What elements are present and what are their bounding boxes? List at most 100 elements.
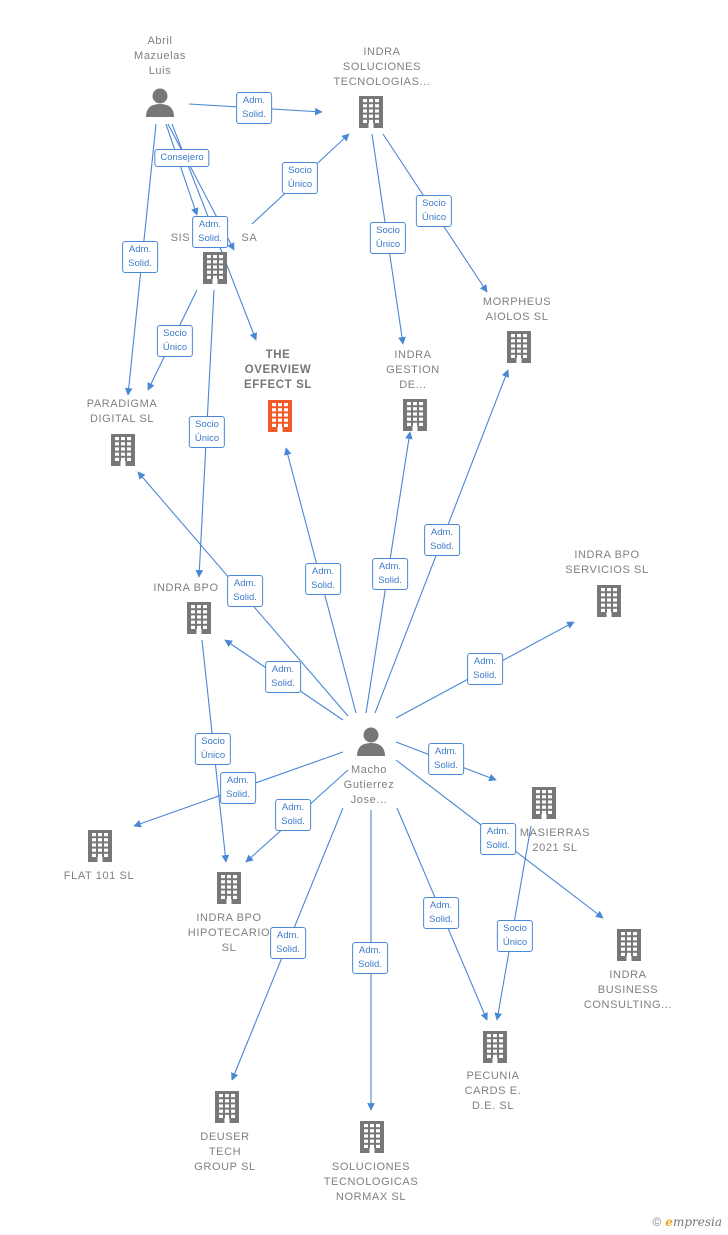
edge-label-line: Adm. bbox=[233, 578, 257, 589]
node-label-indra_bpo[interactable]: INDRA BPO bbox=[153, 581, 218, 596]
node-label-sistemas[interactable]: SIS SA bbox=[171, 231, 258, 246]
brand-rest: mpresia bbox=[672, 1215, 722, 1229]
node-label-line: PECUNIA bbox=[466, 1070, 520, 1082]
person-icon[interactable] bbox=[357, 727, 385, 757]
building-icon[interactable] bbox=[532, 787, 556, 819]
edge-label[interactable]: Adm.Solid. bbox=[122, 241, 158, 273]
node-label-line: DEUSER bbox=[200, 1131, 250, 1143]
edge-label[interactable]: Adm.Solid. bbox=[236, 92, 272, 124]
node-label-line: INDRA BPO bbox=[153, 582, 219, 594]
node-label-line: MORPHEUS bbox=[482, 296, 552, 308]
building-icon[interactable] bbox=[111, 434, 135, 466]
edge-label[interactable]: Adm. Solid. bbox=[305, 563, 341, 595]
building-icon[interactable] bbox=[507, 331, 531, 363]
edge-label[interactable]: Adm.Solid. bbox=[467, 653, 503, 685]
building-icon[interactable] bbox=[483, 1031, 507, 1063]
building-icon[interactable] bbox=[203, 252, 227, 284]
edge-label-line: Solid. bbox=[473, 670, 497, 681]
node-label-line: GROUP SL bbox=[194, 1161, 256, 1173]
edge-label-line: Solid. bbox=[430, 541, 454, 552]
node-label-line: PARADIGMA bbox=[86, 398, 158, 410]
building-icon[interactable] bbox=[617, 929, 641, 961]
edge-label[interactable]: Adm.Solid. bbox=[428, 743, 464, 775]
edge-label-line: Solid. bbox=[226, 789, 250, 800]
building-icon[interactable] bbox=[403, 399, 427, 431]
edge-label-line: Adm. bbox=[378, 561, 402, 572]
edge-label[interactable]: Adm.Solid. bbox=[270, 927, 306, 959]
edge-label-line: Adm. bbox=[430, 527, 454, 538]
node-label-line: DE... bbox=[399, 379, 427, 391]
edge-label-line: Adm. bbox=[311, 566, 335, 577]
edge-label-line: Único bbox=[421, 212, 447, 223]
edge-label[interactable]: Adm.Solid. bbox=[265, 661, 301, 693]
edge-label-line: Socio bbox=[503, 923, 527, 934]
edge-label[interactable]: Adm. Solid. bbox=[424, 524, 460, 556]
node-label-line: TECNOLOGIAS... bbox=[333, 76, 431, 88]
node-label-line: Jose... bbox=[350, 794, 388, 806]
edge-label-line: Solid. bbox=[128, 258, 152, 269]
person-icon[interactable] bbox=[146, 88, 174, 118]
edge-label[interactable]: Consejero bbox=[154, 149, 210, 167]
edge-label-line: Solid. bbox=[233, 592, 257, 603]
building-icon[interactable] bbox=[217, 872, 241, 904]
building-icon[interactable] bbox=[597, 585, 621, 617]
node-label-line: TECNOLOGICAS bbox=[323, 1176, 419, 1188]
edge-label[interactable]: Adm.Solid. bbox=[220, 772, 256, 804]
building-icon[interactable] bbox=[215, 1091, 239, 1123]
edge-label-line: Socio bbox=[422, 198, 446, 209]
edge-label[interactable]: Adm.Solid. bbox=[275, 799, 311, 831]
edge-label[interactable]: Adm.Solid. bbox=[372, 558, 408, 590]
node-label-line: INDRA bbox=[394, 349, 432, 361]
edge-label[interactable]: Adm. Solid. bbox=[227, 575, 263, 607]
copyright-symbol: © bbox=[652, 1215, 662, 1229]
edge-label-line: Adm. bbox=[429, 900, 453, 911]
node-label-line: OVERVIEW bbox=[244, 364, 312, 376]
building-icon[interactable] bbox=[88, 830, 112, 862]
edge-label[interactable]: Adm.Solid. bbox=[192, 216, 228, 248]
edge-abril-to-sistemas bbox=[165, 123, 199, 216]
building-icon[interactable] bbox=[359, 96, 383, 128]
footer-brand: © empresia bbox=[652, 1215, 722, 1229]
edge-label-line: Adm. bbox=[276, 930, 300, 941]
node-label-line: Mazuelas bbox=[134, 50, 186, 62]
edge-label[interactable]: Adm.Solid. bbox=[423, 897, 459, 929]
node-label-line: INDRA BPO bbox=[574, 549, 640, 561]
brand-initial: e bbox=[665, 1215, 673, 1229]
edge-label-line: Adm. bbox=[271, 664, 295, 675]
edge-label-line: Único bbox=[200, 750, 226, 761]
edge-label-line: Único bbox=[375, 239, 401, 250]
node-label-line: INDRA BPO bbox=[196, 912, 262, 924]
building-icon[interactable] bbox=[268, 400, 292, 432]
building-icon[interactable] bbox=[187, 602, 211, 634]
edge-label[interactable]: Adm.Solid. bbox=[352, 942, 388, 974]
node-label-flat101[interactable]: FLAT 101 SL bbox=[64, 869, 134, 884]
edge-label-line: Solid. bbox=[311, 580, 335, 591]
node-label-line: HIPOTECARIO bbox=[187, 927, 271, 939]
edge-label[interactable]: Adm.Solid. bbox=[480, 823, 516, 855]
edge-label-line: Socio bbox=[195, 419, 219, 430]
building-icon[interactable] bbox=[360, 1121, 384, 1153]
edge-label-line: Único bbox=[194, 433, 220, 444]
